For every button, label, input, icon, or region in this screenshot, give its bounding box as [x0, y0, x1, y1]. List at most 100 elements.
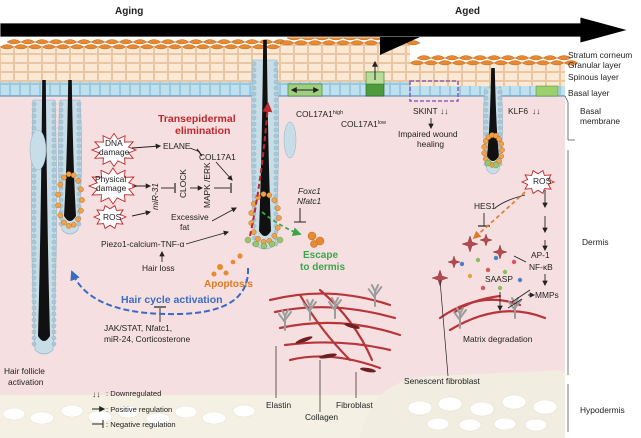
bulb-cell [260, 191, 267, 197]
hair-shaft [64, 80, 76, 221]
nfkb-label: NF-κB [529, 262, 553, 272]
follicle-cell [31, 125, 37, 131]
follicle-cell [273, 187, 279, 193]
corneum-flake [556, 55, 572, 61]
follicle-cell [31, 323, 37, 329]
dna-damage-label-1: DNA [105, 138, 123, 148]
elastin-fibers [278, 284, 522, 331]
follicle-cell [76, 167, 82, 173]
follicle-bud [29, 129, 47, 171]
follicle-cell [31, 215, 37, 221]
escaped-cells [307, 231, 325, 248]
skint-box [409, 80, 459, 102]
follicle-cell [51, 101, 57, 107]
bulb-cell [61, 219, 67, 226]
follicle-cell [273, 181, 279, 187]
follicle-cell [31, 251, 37, 257]
corneum-flake [6, 39, 22, 45]
follicle-cell [51, 137, 57, 143]
senescent-fibroblast [461, 235, 479, 253]
follicle-cell [76, 137, 82, 143]
follicle-cell [251, 145, 257, 151]
ros-left-label: ROS [103, 212, 122, 222]
follicle-cell [251, 163, 257, 169]
follicle-cell [483, 113, 489, 119]
follicle-cell [31, 107, 37, 113]
aged-basal-marker [535, 85, 559, 97]
follicle-cell [273, 79, 279, 85]
hair-follicle-activation-label-1: Hair follicle [4, 366, 45, 376]
excessive-fat-label-1: Excessive [171, 212, 209, 222]
senescent-fibroblast [447, 255, 461, 269]
bulb-cell [70, 172, 77, 179]
stratum-corneum-label: Stratum corneum [568, 50, 632, 60]
follicle-cell [51, 149, 57, 155]
damage-starburst [520, 169, 556, 195]
follicle-cell [51, 239, 57, 245]
corneum-flake [48, 39, 64, 45]
bulb-cell [499, 147, 505, 153]
basal-membrane-label-1: Basal [580, 106, 601, 116]
corneum-flake [244, 39, 260, 45]
follicle-cell [76, 113, 82, 119]
follicle-cell [273, 145, 279, 151]
follicle-cell [58, 119, 64, 125]
corneum-flake [34, 39, 50, 45]
follicle-cell [51, 275, 57, 281]
follicle-cell [51, 251, 57, 257]
fibroblast-cells [295, 323, 376, 373]
follicle-cell [51, 203, 57, 209]
follicle-cell [51, 257, 57, 263]
bulb-cell [65, 223, 72, 229]
impaired-healing-label-2: healing [417, 139, 444, 149]
follicle-cell [51, 125, 57, 131]
hair-cycle-label: Hair cycle activation [121, 294, 223, 306]
follicle-cell [31, 341, 37, 347]
ap1-label: AP-1 [531, 250, 550, 260]
follicle-cell [251, 133, 257, 139]
follicle-cell [251, 85, 257, 91]
corneum-flake [146, 39, 162, 45]
follicle-cell [251, 103, 257, 109]
bulb-cell [248, 210, 255, 216]
follicle-cell [51, 197, 57, 203]
follicle-cell [31, 221, 37, 227]
follicle-cell [251, 61, 257, 67]
follicle-cell [273, 175, 279, 181]
legend-down-label: : Downregulated [106, 389, 161, 398]
follicle-cell [51, 161, 57, 167]
follicle-cell [51, 113, 57, 119]
dermis-background [0, 95, 565, 395]
bulb-cell [57, 212, 64, 219]
col17a1-label: COL17A1 [199, 152, 236, 162]
follicle-cell [51, 131, 57, 137]
elastin-tree [303, 299, 317, 321]
follicle-cell [51, 179, 57, 185]
stem-cell [484, 159, 492, 167]
skint-down-arrows: ↓↓ [440, 106, 448, 116]
corneum-flake [132, 39, 148, 45]
follicle-cell [51, 341, 57, 347]
stem-cell [492, 161, 500, 169]
corneum-flake [160, 39, 176, 45]
follicle-cell [58, 155, 64, 161]
follicle-cell [483, 125, 489, 131]
corneum-flake [528, 55, 544, 61]
elastin-tree [453, 307, 467, 329]
foxc1-inhibit [294, 208, 306, 223]
follicle-cell [251, 175, 257, 181]
bulb-cell [496, 136, 502, 142]
stem-cell [276, 236, 284, 244]
follicle-cell [76, 125, 82, 131]
corneum-flake [500, 55, 516, 61]
bulb-cell [79, 197, 85, 203]
corneum-flake [76, 39, 92, 45]
follicle-cell [51, 287, 57, 293]
follicle-cell [31, 335, 37, 341]
follicle-cell [497, 89, 503, 95]
bulb-cell [57, 181, 64, 188]
follicle-cell [497, 95, 503, 101]
bulb-cell [481, 144, 487, 150]
follicle-cell [51, 155, 57, 161]
transepidermal-arrow [249, 102, 273, 237]
